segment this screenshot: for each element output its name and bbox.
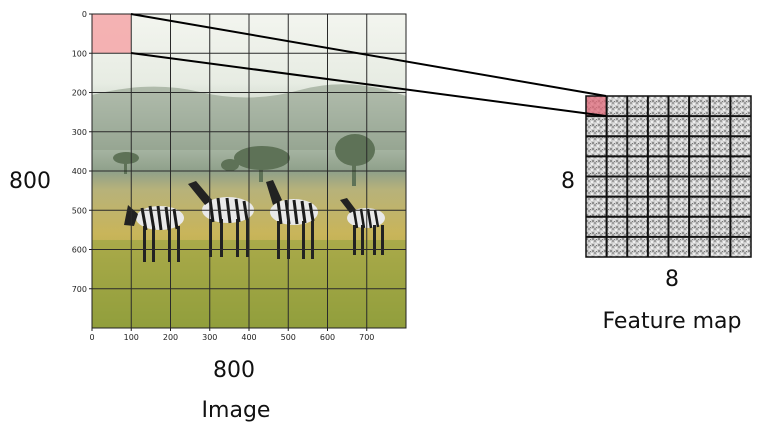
image-caption: Image — [202, 398, 271, 423]
image-panel: 0 100 200 300 400 500 600 700 0 100 200 300 400 500 6… — [72, 10, 407, 342]
y-tick-label: 500 — [72, 206, 87, 215]
x-tick-label: 300 — [202, 333, 217, 342]
image-x-tick-labels: 0 100 200 300 400 500 600 700 — [89, 328, 374, 342]
y-tick-label: 600 — [72, 246, 87, 255]
y-tick-label: 200 — [72, 89, 87, 98]
image-height-label: 800 — [9, 169, 51, 194]
image-width-label: 800 — [213, 358, 255, 383]
image-y-tick-labels: 0 100 200 300 400 500 600 700 — [72, 10, 92, 294]
y-tick-label: 400 — [72, 167, 87, 176]
y-tick-label: 300 — [72, 128, 87, 137]
feature-map-panel — [585, 95, 752, 258]
x-tick-label: 700 — [359, 333, 374, 342]
feature-map-width-label: 8 — [665, 267, 679, 292]
feature-map-highlight-cell — [586, 96, 607, 117]
y-tick-label: 100 — [72, 49, 87, 58]
connector-line-top — [130, 13, 607, 97]
feature-map-caption: Feature map — [602, 309, 741, 334]
receptive-field-highlight — [92, 14, 132, 54]
y-tick-label: 700 — [72, 285, 87, 294]
image-grid — [92, 14, 406, 328]
x-tick-label: 500 — [281, 333, 296, 342]
x-tick-label: 200 — [163, 333, 178, 342]
x-tick-label: 600 — [320, 333, 335, 342]
feature-map-frame — [585, 95, 752, 258]
feature-map-grid — [586, 96, 751, 257]
feature-map-height-label: 8 — [561, 169, 575, 194]
x-tick-label: 100 — [124, 333, 139, 342]
y-tick-label: 0 — [82, 10, 87, 19]
connector-line-bottom — [130, 52, 607, 117]
x-tick-label: 0 — [89, 333, 94, 342]
zebra-4 — [340, 198, 385, 255]
x-tick-label: 400 — [241, 333, 256, 342]
